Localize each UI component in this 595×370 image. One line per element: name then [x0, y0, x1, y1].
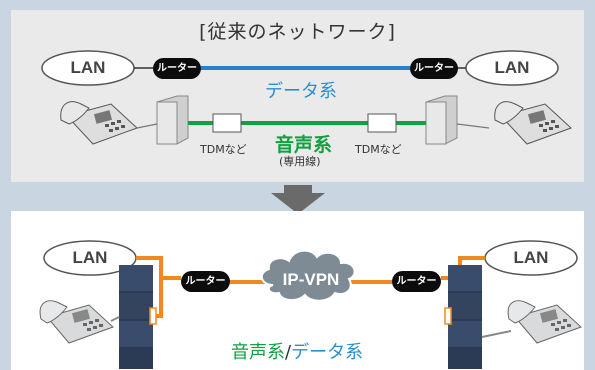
- lan-label-left: LAN: [72, 248, 108, 267]
- combined-data-label: データ系: [291, 342, 364, 363]
- conventional-network-diagram: [41, 50, 572, 145]
- pbx-left: [156, 95, 189, 145]
- router-left: ルーター: [153, 58, 201, 79]
- combined-voice-label: 音声系: [231, 342, 285, 363]
- lan-label-right: LAN: [513, 248, 549, 267]
- lan-label-left: LAN: [70, 58, 106, 77]
- lan-label-right: LAN: [494, 58, 530, 77]
- ipvpn-network-panel: LAN LAN ルーター ルーター IP-VPN 音声系/データ系: [11, 211, 584, 370]
- router-left: ルーター: [181, 271, 230, 292]
- pbx-right: [444, 265, 482, 369]
- phone-icon-left: [60, 101, 158, 145]
- transition-arrow: [271, 185, 325, 214]
- combined-system-label: 音声系/データ系: [231, 338, 363, 364]
- tdm-box-right: [367, 113, 397, 133]
- tdm-label-left: TDMなど: [200, 143, 247, 156]
- tdm-label-right: TDMなど: [355, 143, 402, 156]
- conventional-network-panel: [従来のネットワーク] LAN LAN ルーター ルーター データ系 音声系 (…: [11, 10, 584, 182]
- ipvpn-network-diagram: [39, 240, 582, 369]
- dedicated-line-label: (専用線): [279, 155, 321, 168]
- phone-icon-left: [39, 300, 120, 344]
- pbx-left: [119, 265, 157, 369]
- phone-icon-right: [481, 300, 582, 344]
- data-system-label: データ系: [265, 81, 337, 102]
- diagram-title: [従来のネットワーク]: [199, 21, 396, 43]
- tdm-box-left: [212, 113, 242, 133]
- pbx-right: [425, 95, 458, 145]
- router-right: ルーター: [410, 58, 458, 79]
- voice-system-label: 音声系: [275, 134, 333, 156]
- phone-icon-right: [456, 101, 572, 145]
- router-right: ルーター: [392, 271, 441, 292]
- ipvpn-cloud: [260, 249, 356, 302]
- combined-separator: /: [285, 342, 292, 363]
- ipvpn-label: IP-VPN: [282, 270, 340, 289]
